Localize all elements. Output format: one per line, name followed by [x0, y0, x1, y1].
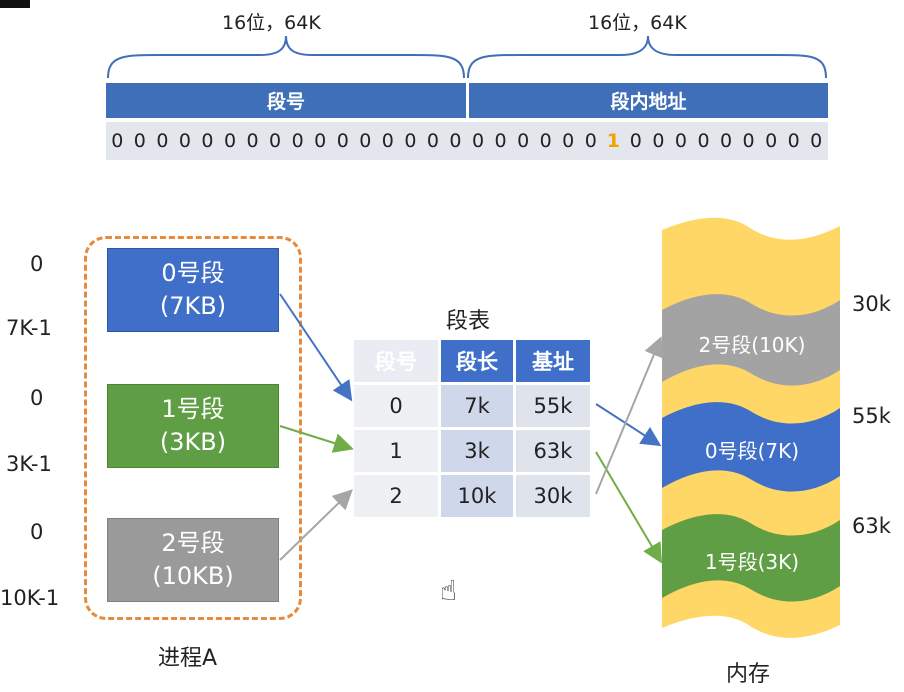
address-bit: 0	[336, 130, 349, 152]
process-segment-2-name: 2号段	[161, 529, 225, 557]
arrow-table-row2-to-memory	[595, 336, 664, 495]
table-cell: 10k	[438, 472, 513, 517]
process-segment-1-name: 1号段	[161, 395, 225, 423]
left-brace	[107, 35, 465, 79]
segment-table: 段号 段长 基址 0 7k 55k 1 3k 63k 2 10k 30k	[354, 340, 590, 517]
address-bit: 0	[359, 130, 372, 152]
address-bit: 1	[606, 130, 620, 152]
right-brace-label: 16位，64K	[588, 12, 687, 34]
address-bit: 0	[674, 130, 687, 152]
address-bit: 0	[494, 130, 507, 152]
segment-table-title: 段表	[446, 309, 491, 334]
address-bit: 0	[314, 130, 327, 152]
memory-base-55k: 55k	[852, 404, 891, 428]
address-bit: 0	[584, 130, 597, 152]
arrow-seg0-to-table	[279, 293, 353, 402]
table-cell: 3k	[438, 427, 513, 472]
segment-table-header-row: 段号 段长 基址	[354, 340, 590, 382]
process-segment-2: 2号段 (10KB)	[107, 518, 279, 602]
address-bit: 0	[133, 130, 146, 152]
address-bit: 0	[178, 130, 191, 152]
left-brace-label: 16位，64K	[222, 12, 321, 34]
address-bit: 0	[111, 130, 124, 152]
seg2-end-label: 10K-1	[0, 586, 60, 610]
address-bit: 0	[697, 130, 710, 152]
process-segment-2-size: (10KB)	[152, 562, 234, 590]
address-bit: 0	[562, 130, 575, 152]
address-bit: 0	[246, 130, 259, 152]
address-bit: 0	[539, 130, 552, 152]
address-bit: 0	[426, 130, 439, 152]
table-row: 0 7k 55k	[354, 382, 590, 427]
table-row: 1 3k 63k	[354, 427, 590, 472]
right-brace	[467, 35, 827, 79]
address-bit: 0	[269, 130, 282, 152]
seg0-end-label: 7K-1	[6, 316, 52, 340]
arrow-table-row1-to-memory	[595, 451, 663, 564]
address-bit: 0	[517, 130, 530, 152]
arrow-seg2-to-table	[279, 489, 353, 561]
table-cell: 55k	[513, 382, 590, 427]
address-bit: 0	[201, 130, 214, 152]
process-segment-0: 0号段 (7KB)	[107, 248, 279, 332]
table-cell: 30k	[513, 472, 590, 517]
address-bit: 0	[652, 130, 665, 152]
address-bit: 0	[471, 130, 485, 152]
segment-offset-label: 段内地址	[610, 91, 687, 113]
address-bit: 0	[381, 130, 394, 152]
arrow-table-row0-to-memory	[595, 403, 662, 447]
address-bit: 0	[765, 130, 778, 152]
table-cell: 0	[354, 382, 438, 427]
header-base-address: 基址	[513, 340, 590, 382]
address-bit: 0	[629, 130, 642, 152]
table-cell: 7k	[438, 382, 513, 427]
header-segment-number: 段号	[354, 340, 438, 382]
memory-block-seg1	[662, 514, 840, 602]
segment-offset-bar: 段内地址	[469, 83, 828, 118]
address-bit: 0	[156, 130, 169, 152]
address-bit: 0	[404, 130, 417, 152]
arrow-seg1-to-table	[279, 425, 354, 453]
segment-number-bar: 段号	[106, 83, 466, 118]
address-bit: 0	[449, 130, 462, 152]
table-cell: 1	[354, 427, 438, 472]
seg1-end-label: 3K-1	[6, 452, 52, 476]
header-segment-length: 段长	[438, 340, 513, 382]
braces-graphic	[107, 35, 827, 79]
corner-mark	[0, 0, 30, 8]
process-segment-1-size: (3KB)	[159, 428, 227, 456]
seg0-start-label: 0	[30, 252, 44, 276]
process-a-boundary	[84, 236, 302, 620]
table-cell: 2	[354, 472, 438, 517]
segment-number-label: 段号	[266, 91, 305, 113]
address-bit: 0	[719, 130, 733, 152]
memory-block-seg0	[662, 402, 840, 492]
address-bit: 0	[223, 130, 237, 152]
address-bit: 0	[787, 130, 800, 152]
process-caption: 进程A	[158, 646, 218, 671]
process-segment-0-size: (7KB)	[159, 292, 227, 320]
memory-block-seg2-label: 2号段(10K)	[699, 333, 806, 357]
process-segment-1: 1号段 (3KB)	[107, 384, 279, 468]
process-segment-0-name: 0号段	[161, 259, 225, 287]
seg1-start-label: 0	[30, 386, 44, 410]
memory-block-seg0-label: 0号段(7K)	[705, 439, 799, 463]
address-bit: 0	[742, 130, 755, 152]
table-row: 2 10k 30k	[354, 472, 590, 517]
table-cell: 63k	[513, 427, 590, 472]
address-bit: 0	[291, 130, 304, 152]
seg2-start-label: 0	[30, 520, 44, 544]
memory-base-63k: 63k	[852, 514, 891, 538]
memory-block-seg1-label: 1号段(3K)	[705, 550, 799, 574]
memory-base-30k: 30k	[852, 292, 891, 316]
hand-cursor-icon: ☝	[440, 574, 458, 607]
memory-block-seg2	[662, 294, 840, 386]
address-bit: 0	[810, 130, 823, 152]
memory-caption: 内存	[726, 662, 771, 687]
